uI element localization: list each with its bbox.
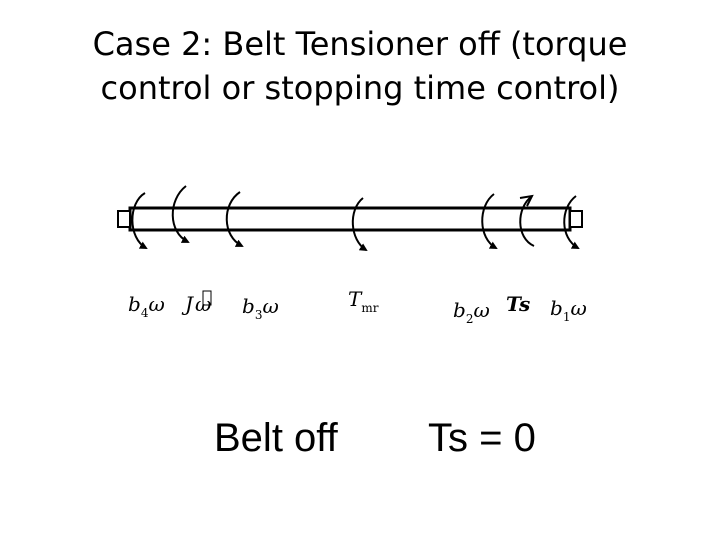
caption-ts-zero: Ts = 0	[428, 416, 536, 460]
rotation-arrow-b4	[131, 192, 148, 249]
rotation-arrow-Ts	[519, 195, 535, 247]
label-b2: b2ω	[453, 298, 490, 326]
slide-title: Case 2: Belt Tensioner off (torque contr…	[0, 22, 720, 110]
rotation-arrow-Tmr	[351, 197, 368, 252]
shaft	[117, 206, 583, 232]
label-b1: b1ω	[550, 296, 587, 324]
missing-glyph-box	[202, 290, 212, 306]
label-Ts: Ts	[506, 292, 530, 316]
label-b4: b4ω	[128, 292, 165, 320]
label-b3: b3ω	[242, 294, 279, 322]
caption-belt-off: Belt off	[214, 416, 338, 460]
title-line-2: control or stopping time control)	[100, 69, 620, 107]
rotation-arrow-b1	[563, 195, 580, 249]
rotation-arrow-b3	[225, 191, 244, 247]
rotation-arrow-Ts-head	[519, 194, 534, 207]
rotation-arrow-J	[171, 185, 190, 243]
label-Tmr: Tmr	[348, 287, 379, 315]
title-line-1: Case 2: Belt Tensioner off (torque	[92, 25, 628, 63]
rotation-arrow-b2	[481, 193, 498, 249]
